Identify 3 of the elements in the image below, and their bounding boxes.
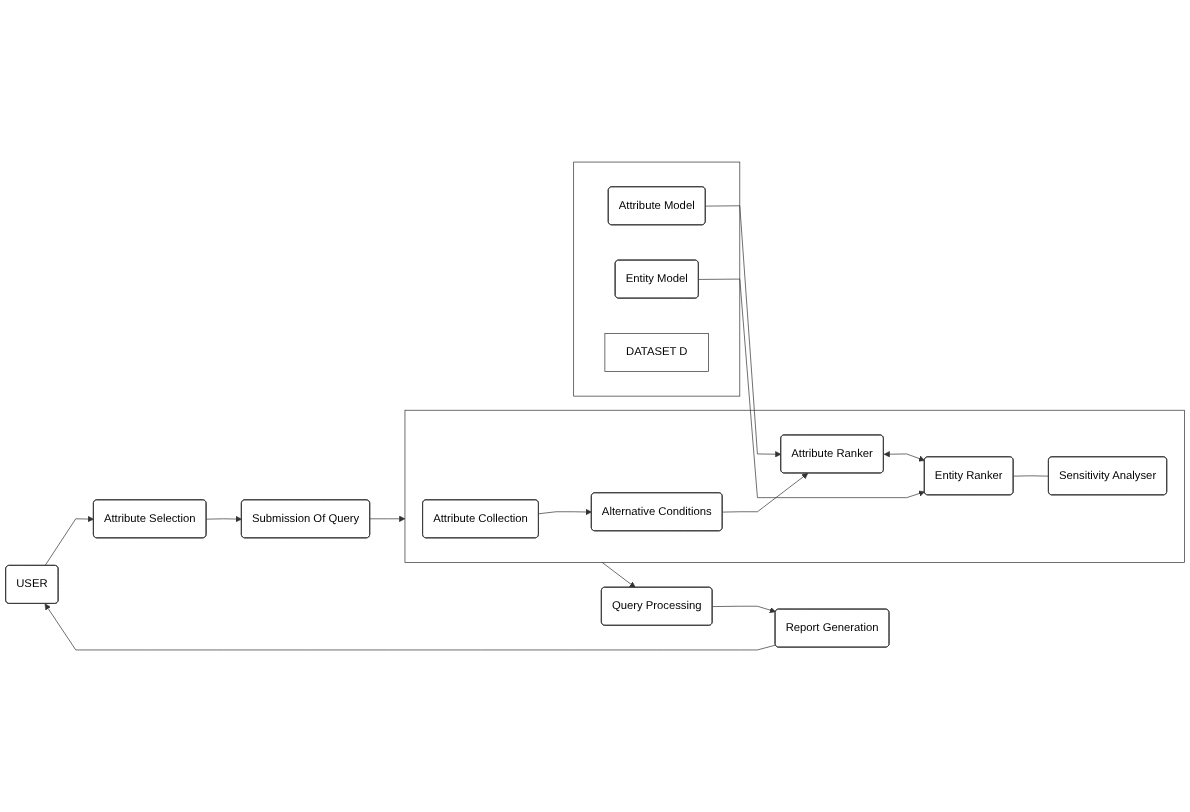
cluster — [573, 161, 741, 397]
cluster — [404, 409, 1185, 563]
connector — [1013, 475, 1050, 477]
